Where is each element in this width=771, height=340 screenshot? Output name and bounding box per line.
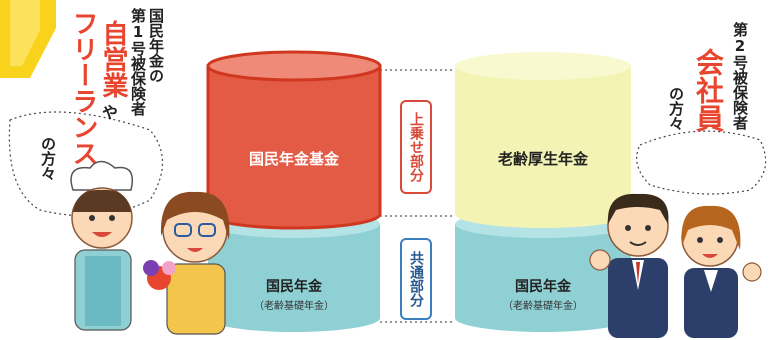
- common-label-box: 共通部分: [400, 238, 432, 320]
- left-line2: 第1号被保険者: [129, 8, 147, 116]
- left-suffix: の方々: [39, 136, 57, 181]
- chef-figure: [70, 160, 133, 331]
- right-lower-sublabel: （老齢基礎年金）: [503, 301, 583, 312]
- right-highlight: 会社員: [692, 48, 725, 132]
- left-line1: 国民年金の: [147, 8, 165, 83]
- arrow-icon: [0, 0, 56, 78]
- left-connector: や: [99, 104, 118, 120]
- left-highlight2: フリーランス: [68, 10, 98, 166]
- right-line1: 第2号被保険者: [731, 22, 749, 130]
- right-upper-label: 老齢厚生年金: [497, 150, 588, 168]
- left-lower-label: 国民年金: [266, 279, 322, 295]
- common-label: 共通部分: [408, 251, 424, 307]
- left-highlight1: 自営業: [98, 20, 128, 98]
- left-upper-label: 国民年金基金: [248, 150, 339, 168]
- right-lower-label: 国民年金: [515, 279, 571, 295]
- topup-label: 上乗せ部分: [408, 112, 424, 182]
- woman-figure: [143, 191, 230, 335]
- businessman-figure: [589, 193, 669, 338]
- office-workers-illustration: [589, 193, 762, 338]
- left-upper-cylinder: [206, 50, 382, 230]
- right-suffix: の方々: [667, 86, 685, 131]
- right-upper-cylinder: [455, 52, 631, 228]
- left-lower-sublabel: （老齢基礎年金）: [254, 301, 334, 312]
- self-employed-people-illustration: [70, 160, 230, 335]
- topup-label-box: 上乗せ部分: [400, 100, 432, 194]
- businesswoman-figure: [681, 205, 762, 338]
